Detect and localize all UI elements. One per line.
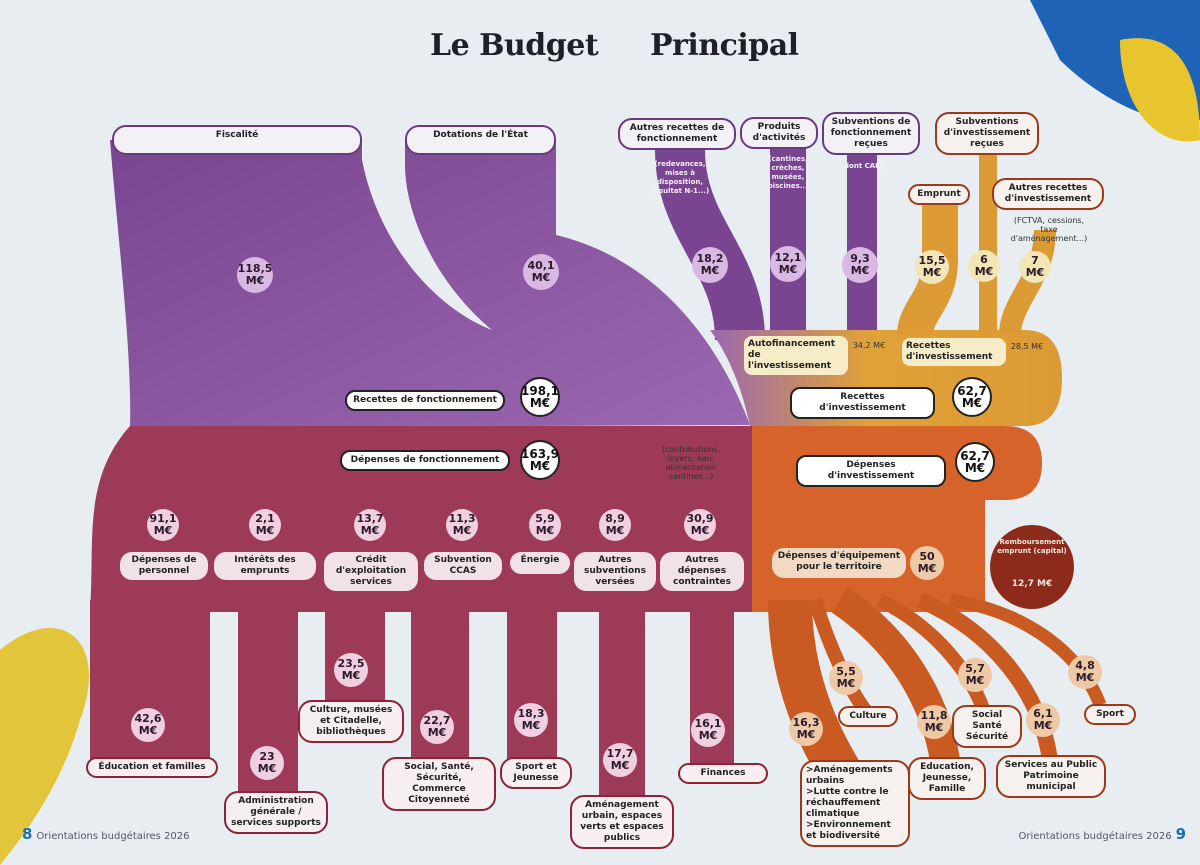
invest-politique-amount: 11,8 M€	[917, 705, 951, 739]
politique-amount: 18,3 M€	[514, 703, 548, 737]
remboursement-circle-bg	[990, 525, 1074, 609]
source-label-autres-recettes-fonct: Autres recettes de fonctionnement	[618, 118, 736, 150]
source-label-emprunt: Emprunt	[908, 184, 970, 205]
source-note-autres-recettes-invest: (FCTVA, cessions, taxe d'aménagement...)	[1010, 216, 1088, 243]
invest-politique-amount: 16,3 M€	[789, 712, 823, 746]
source-note-produits-activites: (cantines, crèches, musées, piscines..)	[767, 155, 809, 190]
remboursement-amount: 12,7 M€	[1011, 579, 1053, 589]
source-label-fiscalite: Fiscalité	[112, 125, 362, 155]
page-number-left: 8	[22, 825, 33, 843]
source-label-subventions-fonct: Subventions de fonctionnement reçues	[822, 112, 920, 155]
total-recettes-invest: 62,7 M€	[952, 377, 992, 417]
amount-dotations: 40,1 M€	[523, 254, 559, 290]
invest-politique-amount: 4,8 M€	[1068, 655, 1102, 689]
recettes-invest-label: Recettes d'investissement	[902, 338, 1006, 366]
invest-politique-label: Culture	[838, 706, 898, 727]
amount-autres-recettes-fonct: 18,2 M€	[692, 247, 728, 283]
category-label: Subvention CCAS	[424, 552, 502, 580]
category-amount: 2,1 M€	[249, 509, 281, 541]
amount-fiscalite: 118,5 M€	[237, 257, 273, 293]
category-amount: 11,3 M€	[446, 509, 478, 541]
source-label-dotations: Dotations de l'État	[405, 125, 556, 155]
leaf-decoration	[1120, 38, 1200, 142]
politique-amount: 23,5 M€	[334, 653, 368, 687]
category-label: Énergie	[510, 552, 570, 574]
politique-amount: 42,6 M€	[131, 708, 165, 742]
category-label: Intérêts des emprunts	[214, 552, 316, 580]
page-number-right: 9	[1175, 825, 1186, 843]
category-amount: 13,7 M€	[354, 509, 386, 541]
politique-label: Administration générale / services suppo…	[224, 791, 328, 834]
category-label: Dépenses de personnel	[120, 552, 208, 580]
politique-label: Éducation et familles	[86, 757, 218, 778]
category-amount: 30,9 M€	[684, 509, 716, 541]
flow-autres-recettes-invest	[999, 229, 1056, 336]
politique-label: Sport et Jeunesse	[500, 757, 572, 789]
page-title-part1: Le Budget	[430, 28, 599, 63]
page-title-part2: Principal	[650, 28, 799, 63]
category-amount: 91,1 M€	[147, 509, 179, 541]
politique-amount: 23 M€	[250, 746, 284, 780]
total-depenses-fonct: 163,9 M€	[520, 440, 560, 480]
invest-politique-amount: 5,5 M€	[829, 661, 863, 695]
recettes-fonctionnement-flow	[110, 140, 750, 428]
politique-label: Culture, musées et Citadelle, bibliothèq…	[298, 700, 404, 743]
category-amount: 5,9 M€	[529, 509, 561, 541]
total-recettes-fonct: 198,1 M€	[520, 377, 560, 417]
invest-politique-label: Social Santé Sécurité	[952, 705, 1022, 748]
source-label-subventions-invest: Subventions d'investissement reçues	[935, 112, 1039, 155]
politique-amount: 17,7 M€	[603, 743, 637, 777]
amount-subventions-fonct: 9,3 M€	[842, 247, 878, 283]
flow-autres-recettes-fonct	[655, 149, 765, 341]
invest-politique-label: Sport	[1084, 704, 1136, 725]
politique-label: Finances	[678, 763, 768, 784]
source-label-autres-recettes-invest: Autres recettes d'investissement	[992, 178, 1104, 210]
total-label-recettes-invest: Recettes d'investissement	[790, 387, 935, 419]
invest-politique-amount: 6,1 M€	[1026, 703, 1060, 737]
equipement-amount: 50 M€	[910, 546, 944, 580]
politique-label: Aménagement urbain, espaces verts et esp…	[570, 795, 674, 849]
category-label: Autres subventions versées	[574, 552, 656, 591]
source-label-produits-activites: Produits d'activités	[740, 117, 818, 149]
amount-autres-recettes-invest: 7 M€	[1019, 251, 1051, 283]
invest-politique-label: Education, Jeunesse, Famille	[908, 757, 986, 800]
category-label: Crédit d'exploitation services	[324, 552, 418, 591]
amount-emprunt: 15,5 M€	[915, 250, 949, 284]
remboursement-label: Remboursement emprunt (capital)	[997, 538, 1067, 555]
amount-subventions-invest: 6 M€	[968, 250, 1000, 282]
invest-politique-label: Services au Public Patrimoine municipal	[996, 755, 1106, 798]
total-depenses-invest: 62,7 M€	[955, 442, 995, 482]
equipement-label: Dépenses d'équipement pour le territoire	[772, 548, 906, 578]
footer-left-text: Orientations budgétaires 2026	[36, 831, 190, 842]
invest-politique-label: >Aménagements urbains >Lutte contre le r…	[800, 760, 910, 847]
total-label-depenses-invest: Dépenses d'investissement	[796, 455, 946, 487]
total-label-depenses-fonct: Dépenses de fonctionnement	[340, 450, 510, 471]
politique-amount: 22,7 M€	[420, 710, 454, 744]
politique-label: Social, Santé, Sécurité, Commerce Citoye…	[382, 757, 496, 811]
depenses-fonct-note: (contributions, loyers, eau, alimentatio…	[661, 445, 721, 481]
footer-right-text: Orientations budgétaires 2026	[1018, 831, 1172, 842]
amount-produits-activites: 12,1 M€	[770, 246, 806, 282]
category-label: Autres dépenses contraintes	[660, 552, 744, 591]
invest-politique-amount: 5,7 M€	[958, 658, 992, 692]
source-note-autres-recettes-fonct: (redevances, mises à disposition, résult…	[650, 160, 710, 195]
source-note-subventions-fonct: (dont CAF)	[840, 162, 884, 170]
autofinancement-amount: 34,2 M€	[852, 341, 886, 350]
total-label-recettes-fonct: Recettes de fonctionnement	[345, 390, 505, 411]
category-amount: 8,9 M€	[599, 509, 631, 541]
politique-amount: 16,1 M€	[691, 713, 725, 747]
leaf-decoration	[0, 627, 89, 865]
recettes-invest-amount: 28,5 M€	[1010, 342, 1044, 351]
autofinancement-label: Autofinancement de l'investissement	[744, 336, 848, 375]
